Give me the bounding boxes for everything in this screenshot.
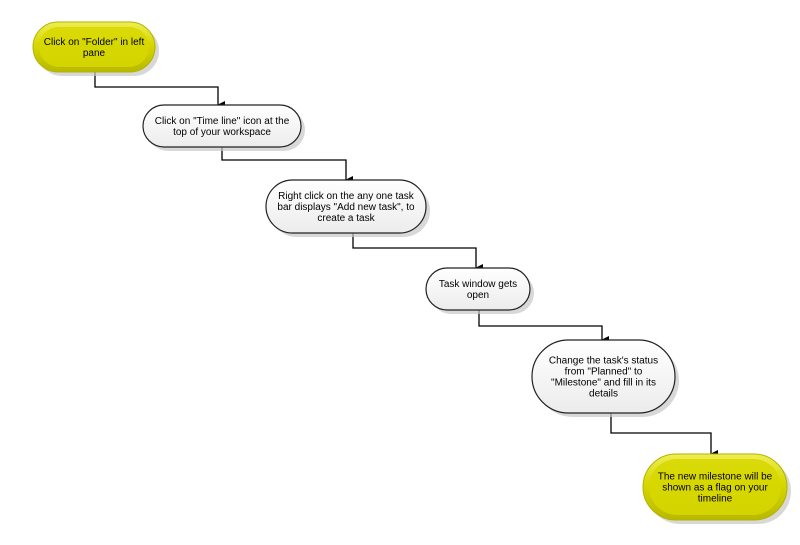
connector-layer	[94, 72, 718, 458]
connector-arrow-1	[94, 72, 225, 109]
node-label-line: shown as a flag on your	[662, 483, 768, 494]
node-label-line: The new milestone will be	[658, 472, 773, 483]
node-label-line: Click on "Folder" in left	[44, 37, 145, 48]
terminal-inner	[39, 27, 149, 67]
connector-arrow-5	[610, 413, 718, 458]
node-label-line: top of your workspace	[173, 127, 271, 138]
process-shape	[142, 104, 302, 148]
connector-arrow-3	[352, 233, 483, 272]
node-label-line: Change the task's status	[549, 356, 658, 367]
node-label-line: create a task	[317, 213, 375, 224]
node-label-line: timeline	[698, 494, 733, 505]
connector-arrow-2	[221, 147, 353, 184]
connector-arrow-4	[478, 310, 609, 344]
node-label-line: Right click on the any one task	[278, 191, 415, 202]
node-label-line: Click on "Time line" icon at the	[155, 116, 290, 127]
node-label-line: from "Planned" to	[565, 367, 643, 378]
node-label-line: "Milestone" and fill in its	[551, 378, 656, 389]
node-label-line: details	[589, 389, 618, 400]
node-label-line: bar displays "Add new task", to	[277, 202, 415, 213]
process-shape	[531, 339, 676, 414]
node-label-line: Task window gets	[439, 279, 517, 290]
node-label-line: open	[467, 290, 489, 301]
terminal-inner	[649, 459, 781, 515]
node-label-line: pane	[83, 48, 106, 59]
process-shape	[425, 267, 531, 311]
process-shape	[265, 179, 427, 234]
